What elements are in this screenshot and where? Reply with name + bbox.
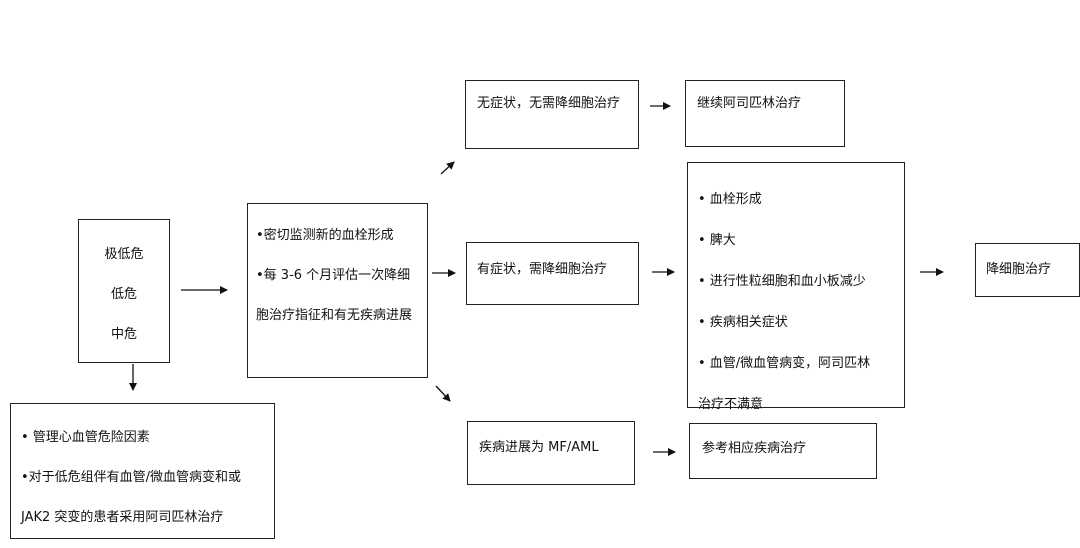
symptomatic-text: 有症状，需降细胞治疗 (477, 262, 608, 277)
asymptomatic-text: 无症状，无需降细胞治疗 (477, 96, 621, 111)
monitor-item-1: •密切监测新的血栓形成 (256, 228, 394, 243)
risk-level-box: 极低危 低危 中危 (78, 219, 170, 363)
disease-progression-box: 疾病进展为 MF/AML (467, 421, 635, 485)
low-risk-line-1: • 管理心血管危险因素 (21, 430, 150, 445)
reference-treatment-box: 参考相应疾病治疗 (689, 423, 877, 479)
indication-item-5-continued: 治疗不满意 (698, 397, 764, 412)
low-risk-management-box: • 管理心血管危险因素 •对于低危组伴有血管/微血管病变和或 JAK2 突变的患… (10, 403, 275, 539)
monitor-item-2: •每 3-6 个月评估一次降细胞治疗指征和有无疾病进展 (256, 268, 413, 323)
indication-item-3: • 进行性粒细胞和血小板减少 (698, 274, 866, 289)
cytoreduction-box: 降细胞治疗 (975, 243, 1080, 297)
risk-very-low: 极低危 (104, 247, 144, 262)
indication-item-4: • 疾病相关症状 (698, 315, 788, 330)
arrow-monitor-to-asymptomatic (440, 161, 455, 175)
disease-progression-text: 疾病进展为 MF/AML (479, 440, 599, 455)
symptomatic-box: 有症状，需降细胞治疗 (466, 242, 639, 305)
monitoring-box: •密切监测新的血栓形成 •每 3-6 个月评估一次降细胞治疗指征和有无疾病进展 (247, 203, 428, 378)
indication-item-1: • 血栓形成 (698, 192, 762, 207)
arrow-monitor-to-progression (435, 385, 451, 402)
cytoreduction-indications-box: • 血栓形成 • 脾大 • 进行性粒细胞和血小板减少 • 疾病相关症状 • 血管… (687, 162, 905, 412)
risk-intermediate: 中危 (110, 327, 137, 342)
risk-low: 低危 (110, 287, 137, 302)
low-risk-line-3: JAK2 突变的患者采用阿司匹林治疗 (21, 510, 224, 525)
indication-item-2: • 脾大 (698, 233, 736, 248)
cytoreduction-text: 降细胞治疗 (986, 262, 1052, 277)
asymptomatic-box: 无症状，无需降细胞治疗 (465, 80, 639, 149)
continue-aspirin-box: 继续阿司匹林治疗 (685, 80, 845, 147)
reference-treatment-text: 参考相应疾病治疗 (702, 441, 807, 456)
low-risk-line-2: •对于低危组伴有血管/微血管病变和或 (21, 470, 242, 485)
continue-aspirin-text: 继续阿司匹林治疗 (697, 96, 802, 111)
indication-item-5: • 血管/微血管病变，阿司匹林 (698, 356, 871, 371)
